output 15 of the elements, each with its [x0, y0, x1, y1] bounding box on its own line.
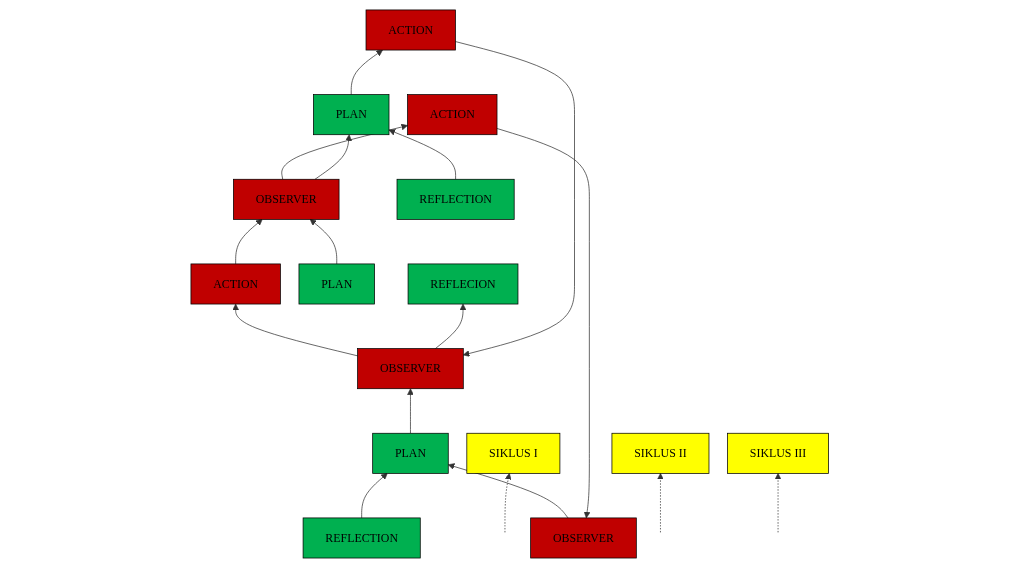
- node-box: SIKLUS I: [466, 432, 561, 474]
- node-box: ACTION: [365, 9, 457, 50]
- node-box: OBSERVER: [233, 178, 340, 220]
- node-box: ACTION: [190, 263, 281, 304]
- node-box: OBSERVER: [357, 347, 464, 389]
- node-box: PLAN: [372, 432, 449, 474]
- node-box: ACTION: [407, 93, 498, 135]
- node-box: REFLECTION: [302, 517, 421, 558]
- node-box: PLAN: [298, 263, 376, 304]
- node-box: SIKLUS II: [611, 432, 710, 474]
- node-box: REFLECION: [407, 263, 519, 304]
- node-box: OBSERVER: [530, 517, 637, 558]
- node-box: PLAN: [313, 93, 390, 135]
- node-box: SIKLUS III: [727, 432, 830, 474]
- node-box: REFLECTION: [396, 178, 515, 220]
